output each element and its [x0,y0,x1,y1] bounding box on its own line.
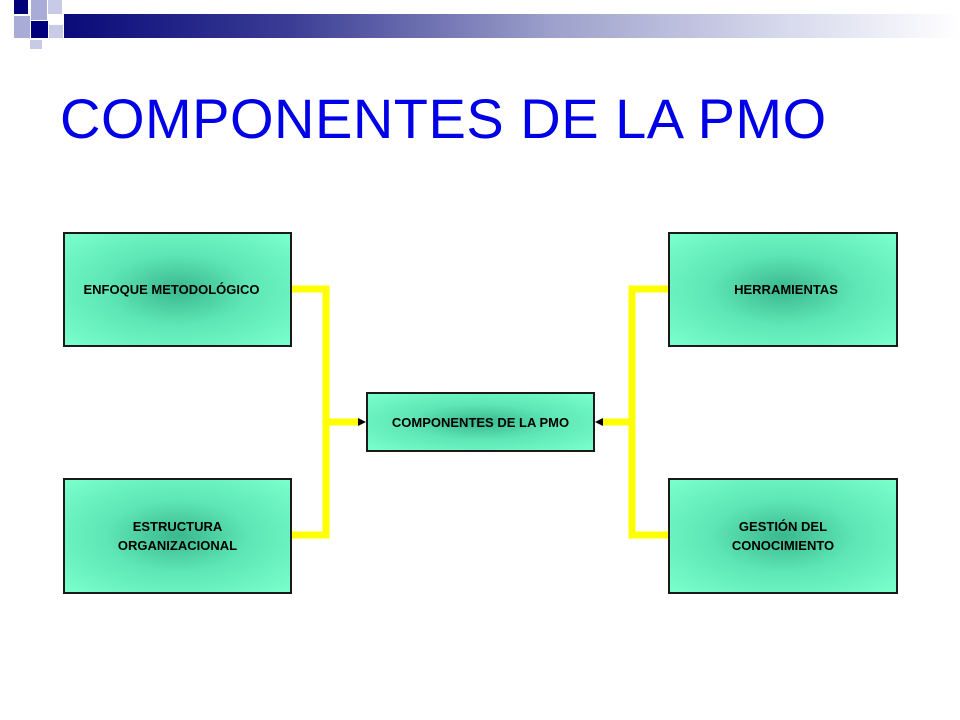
box-label: COMPONENTES DE LA PMO [391,414,570,430]
box-estructura-organizacional: ESTRUCTURA ORGANIZACIONAL [63,478,292,594]
box-label: ENFOQUE METODOLÓGICO [83,282,260,297]
box-label-line2: CONOCIMIENTO [731,538,835,553]
slide-title: COMPONENTES DE LA PMO [60,87,827,150]
decor-square [31,0,47,20]
box-label-line2: ORGANIZACIONAL [117,538,238,553]
arrowhead-left [358,418,366,426]
decor-square [14,16,30,38]
decor-square [48,0,62,14]
connector-estructura [292,422,330,539]
box-label: HERRAMIENTAS [734,282,838,297]
box-componentes-pmo: COMPONENTES DE LA PMO [366,392,595,452]
header-gradient-bar [64,14,960,38]
decor-square [30,40,42,49]
decor-square [14,0,28,14]
connector-herramientas [602,285,668,426]
box-gestion-conocimiento: GESTIÓN DEL CONOCIMIENTO [668,478,898,594]
connector-enfoque [292,285,358,426]
box-label-line1: ESTRUCTURA [132,519,223,534]
arrowhead-right [595,418,603,426]
box-herramientas: HERRAMIENTAS [668,232,898,347]
box-enfoque-metodologico: ENFOQUE METODOLÓGICO [63,232,292,347]
connector-gestion [628,422,668,539]
decor-square [49,25,63,38]
box-label: GESTIÓN DEL CONOCIMIENTO [732,517,834,555]
box-label-line1: GESTIÓN DEL [738,519,828,534]
box-label: ESTRUCTURA ORGANIZACIONAL [118,517,237,555]
decor-square [31,21,48,38]
